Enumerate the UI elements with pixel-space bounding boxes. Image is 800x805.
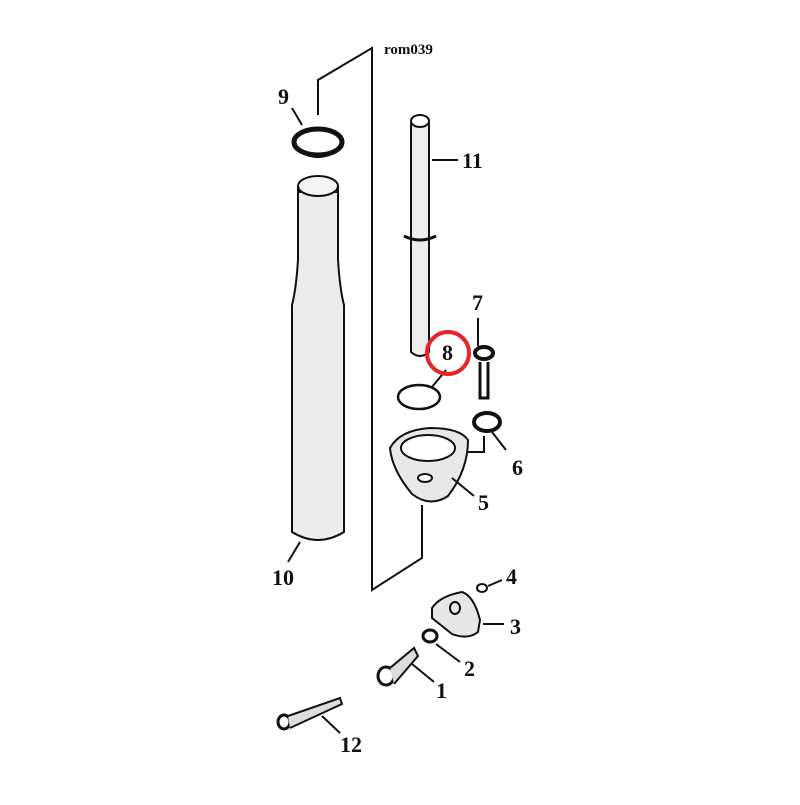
bolt-part-7	[473, 345, 495, 400]
triangular-plate-part-5	[388, 426, 470, 503]
small-washer-part-2	[421, 628, 439, 644]
part-label-7[interactable]: 7	[472, 290, 483, 315]
long-bolt-part-12	[276, 696, 344, 731]
part-label-5[interactable]: 5	[478, 490, 489, 515]
washer-part-6	[472, 411, 502, 433]
part-label-2[interactable]: 2	[464, 656, 475, 681]
group-bracket-line	[317, 46, 423, 592]
rod-part-11	[403, 114, 437, 357]
tiny-o-ring-part-4	[476, 583, 488, 593]
part-label-1[interactable]: 1	[436, 678, 447, 703]
part-label-6[interactable]: 6	[512, 455, 523, 480]
seal-ring-part-9	[291, 126, 345, 158]
part-label-4[interactable]: 4	[506, 564, 517, 589]
fork-tube-part-10	[291, 175, 345, 541]
part-label-12[interactable]: 12	[340, 732, 362, 757]
part-label-8[interactable]: 8	[442, 340, 453, 365]
o-ring-part-8	[396, 383, 442, 411]
part-label-3[interactable]: 3	[510, 614, 521, 639]
part-label-11[interactable]: 11	[462, 148, 483, 173]
highlight-circle	[425, 330, 471, 376]
wedge-block-part-3	[431, 590, 482, 638]
socket-bolt-part-1	[376, 646, 420, 687]
part-label-10[interactable]: 10	[272, 565, 294, 590]
part-label-9[interactable]: 9	[278, 84, 289, 109]
reference-code: rom039	[384, 42, 433, 58]
